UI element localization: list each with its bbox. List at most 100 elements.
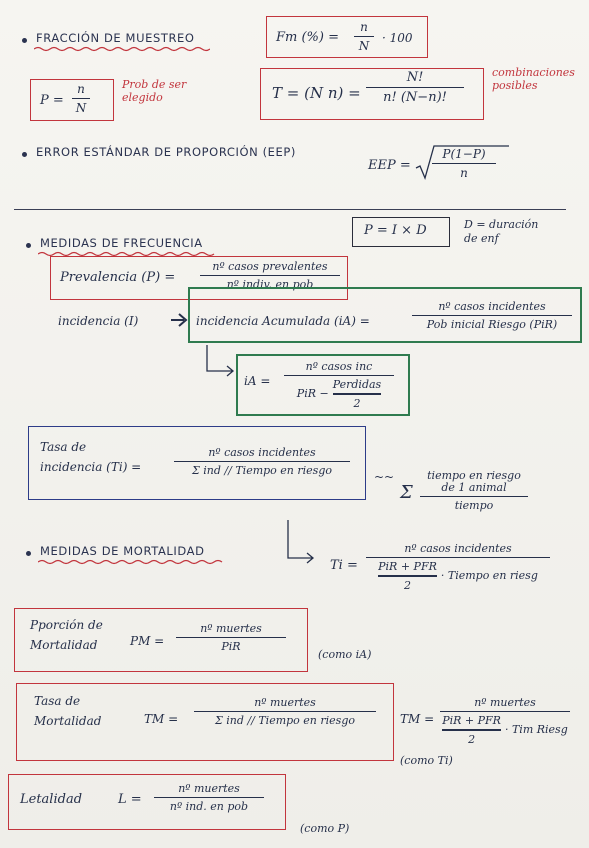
tasa-incidencia-numerator: nº casos incidentes bbox=[208, 446, 316, 459]
pm-denominator: PiR bbox=[221, 640, 241, 654]
ia-numerator: nº casos inc bbox=[305, 360, 373, 373]
ti2-denominator: PiR + PFR 2 · Tiempo en riesg bbox=[378, 560, 538, 592]
prevalencia-label: Prevalencia (P) = bbox=[60, 270, 176, 285]
letalidad-note: (como P) bbox=[300, 822, 350, 835]
fraction-bar bbox=[366, 87, 464, 89]
eep-label: EEP = bbox=[368, 158, 411, 173]
tm-fraction: nº muertes Σ ind // Tiempo en riesgo bbox=[194, 696, 376, 727]
ia-den-c: 2 bbox=[353, 396, 361, 410]
fraction-bar bbox=[200, 275, 340, 277]
fm-label: Fm (%) = bbox=[276, 30, 340, 45]
pm-label-3: PM = bbox=[130, 634, 165, 648]
combinaciones-label: T = (N n) = bbox=[272, 84, 361, 102]
pm-box bbox=[14, 608, 308, 672]
bullet-dot bbox=[22, 38, 27, 43]
letalidad-fraction: nº muertes nº ind. en pob bbox=[154, 782, 264, 813]
prevalencia-numerator: nº casos prevalentes bbox=[212, 260, 328, 273]
ti2-label: Ti = bbox=[330, 558, 358, 573]
combinaciones-fraction: N! n! (N−n)! bbox=[366, 70, 464, 105]
section-heading-fraccion: FRACCIÓN DE MUESTREO bbox=[36, 31, 195, 45]
fm-fraction: n N bbox=[354, 20, 374, 53]
sigma-note-fraction: tiempo en riesgo de 1 animal tiempo bbox=[420, 470, 528, 512]
pid-note: D = duración de enf bbox=[464, 218, 539, 245]
pid-box bbox=[352, 217, 450, 247]
fraction-bar bbox=[154, 797, 264, 799]
tasa-incidencia-fraction: nº casos incidentes Σ ind // Tiempo en r… bbox=[174, 446, 350, 477]
pm-label-2: Mortalidad bbox=[30, 638, 98, 652]
fraction-bar bbox=[378, 575, 437, 577]
ti2-numerator: nº casos incidentes bbox=[404, 542, 512, 555]
combinaciones-note: combinaciones posibles bbox=[492, 66, 575, 92]
tm-label-2: Mortalidad bbox=[34, 714, 102, 728]
underline-squiggle bbox=[34, 46, 210, 52]
incidencia-acumulada-label: incidencia Acumulada (iA) = bbox=[196, 314, 370, 328]
section-heading-mortalidad: MEDIDAS DE MORTALIDAD bbox=[40, 544, 205, 558]
ti2-fraction: nº casos incidentes PiR + PFR 2 · Tiempo… bbox=[366, 542, 550, 592]
pm-numerator: nº muertes bbox=[200, 622, 262, 635]
fm-denominator: N bbox=[358, 39, 370, 54]
tm2-denominator: PiR + PFR 2 · Tim Riesg bbox=[442, 714, 568, 746]
ti2-den-top: PiR + PFR bbox=[378, 560, 437, 574]
section-heading-frecuencia: MEDIDAS DE FRECUENCIA bbox=[40, 236, 203, 250]
fraction-bar bbox=[354, 36, 374, 38]
p-denominator: N bbox=[75, 101, 87, 116]
bullet-dot bbox=[26, 551, 31, 556]
pm-note: (como iA) bbox=[318, 648, 372, 661]
fraction-bar bbox=[440, 711, 570, 713]
sigma-symbol: Σ bbox=[400, 482, 413, 503]
p-label: P = bbox=[40, 93, 64, 108]
incidencia-acumulada-box bbox=[188, 287, 582, 343]
fraction-bar bbox=[432, 163, 496, 165]
ti2-den-bot: 2 bbox=[403, 578, 411, 592]
fraction-bar bbox=[194, 711, 376, 713]
fraction-bar bbox=[284, 375, 394, 377]
p-note: Prob de ser elegido bbox=[122, 78, 187, 104]
sigma-note-num-2: de 1 animal bbox=[441, 481, 507, 494]
prevalencia-box bbox=[50, 256, 348, 300]
incidencia-fraction: nº casos incidentes Pob inicial Riesgo (… bbox=[412, 300, 572, 331]
fraction-bar bbox=[420, 496, 528, 498]
p-formula-box bbox=[30, 79, 114, 121]
fraction-bar bbox=[332, 393, 382, 395]
tm2-tail: · Tim Riesg bbox=[504, 723, 568, 737]
connector-arrow bbox=[206, 345, 235, 377]
tm-label-1: Tasa de bbox=[34, 694, 81, 708]
sigma-note-denominator: tiempo bbox=[454, 499, 494, 513]
fm-formula-box bbox=[266, 16, 428, 58]
fraction-bar bbox=[176, 637, 286, 639]
sigma-note-arrow: ~~ bbox=[374, 470, 395, 484]
fraction-bar bbox=[412, 315, 572, 317]
combinaciones-numerator: N! bbox=[406, 70, 424, 85]
tm2-den-bot: 2 bbox=[468, 732, 476, 746]
ia-fraction: nº casos inc PiR − Perdidas 2 bbox=[284, 360, 394, 410]
combinaciones-denominator: n! (N−n)! bbox=[383, 90, 447, 106]
section-heading-eep: ERROR ESTÁNDAR DE PROPORCIÓN (EEP) bbox=[36, 145, 297, 159]
eep-numerator: P(1−P) bbox=[442, 147, 486, 161]
letalidad-box bbox=[8, 774, 286, 830]
pm-label-1: Pporción de bbox=[30, 618, 103, 632]
section-divider bbox=[14, 209, 566, 211]
fraction-bar bbox=[366, 557, 550, 559]
letalidad-numerator: nº muertes bbox=[178, 782, 240, 795]
eep-fraction: P(1−P) n bbox=[432, 147, 496, 180]
tm-box bbox=[16, 683, 394, 761]
fm-tail: · 100 bbox=[382, 31, 413, 45]
bullet-dot bbox=[26, 243, 31, 248]
ia-label: iA = bbox=[244, 374, 271, 388]
incidencia-numerator: nº casos incidentes bbox=[438, 300, 546, 313]
tasa-incidencia-box bbox=[28, 426, 366, 500]
incidencia-label: incidencia (I) bbox=[58, 314, 139, 328]
tm2-numerator: nº muertes bbox=[474, 696, 536, 709]
underline-squiggle bbox=[38, 251, 215, 257]
letalidad-denominator: nº ind. en pob bbox=[169, 800, 249, 814]
tm2-label: TM = bbox=[400, 712, 435, 726]
incidencia-denominator: Pob inicial Riesgo (PiR) bbox=[426, 318, 558, 332]
letalidad-label-2: L = bbox=[118, 792, 142, 807]
ia-den-a: PiR − bbox=[296, 387, 329, 401]
tm2-fraction: nº muertes PiR + PFR 2 · Tim Riesg bbox=[440, 696, 570, 746]
fraction-bar bbox=[174, 461, 350, 463]
ia-denominator: PiR − Perdidas 2 bbox=[296, 378, 382, 410]
arrow-right-icon bbox=[171, 313, 188, 327]
tasa-incidencia-label-1: Tasa de bbox=[40, 440, 87, 454]
